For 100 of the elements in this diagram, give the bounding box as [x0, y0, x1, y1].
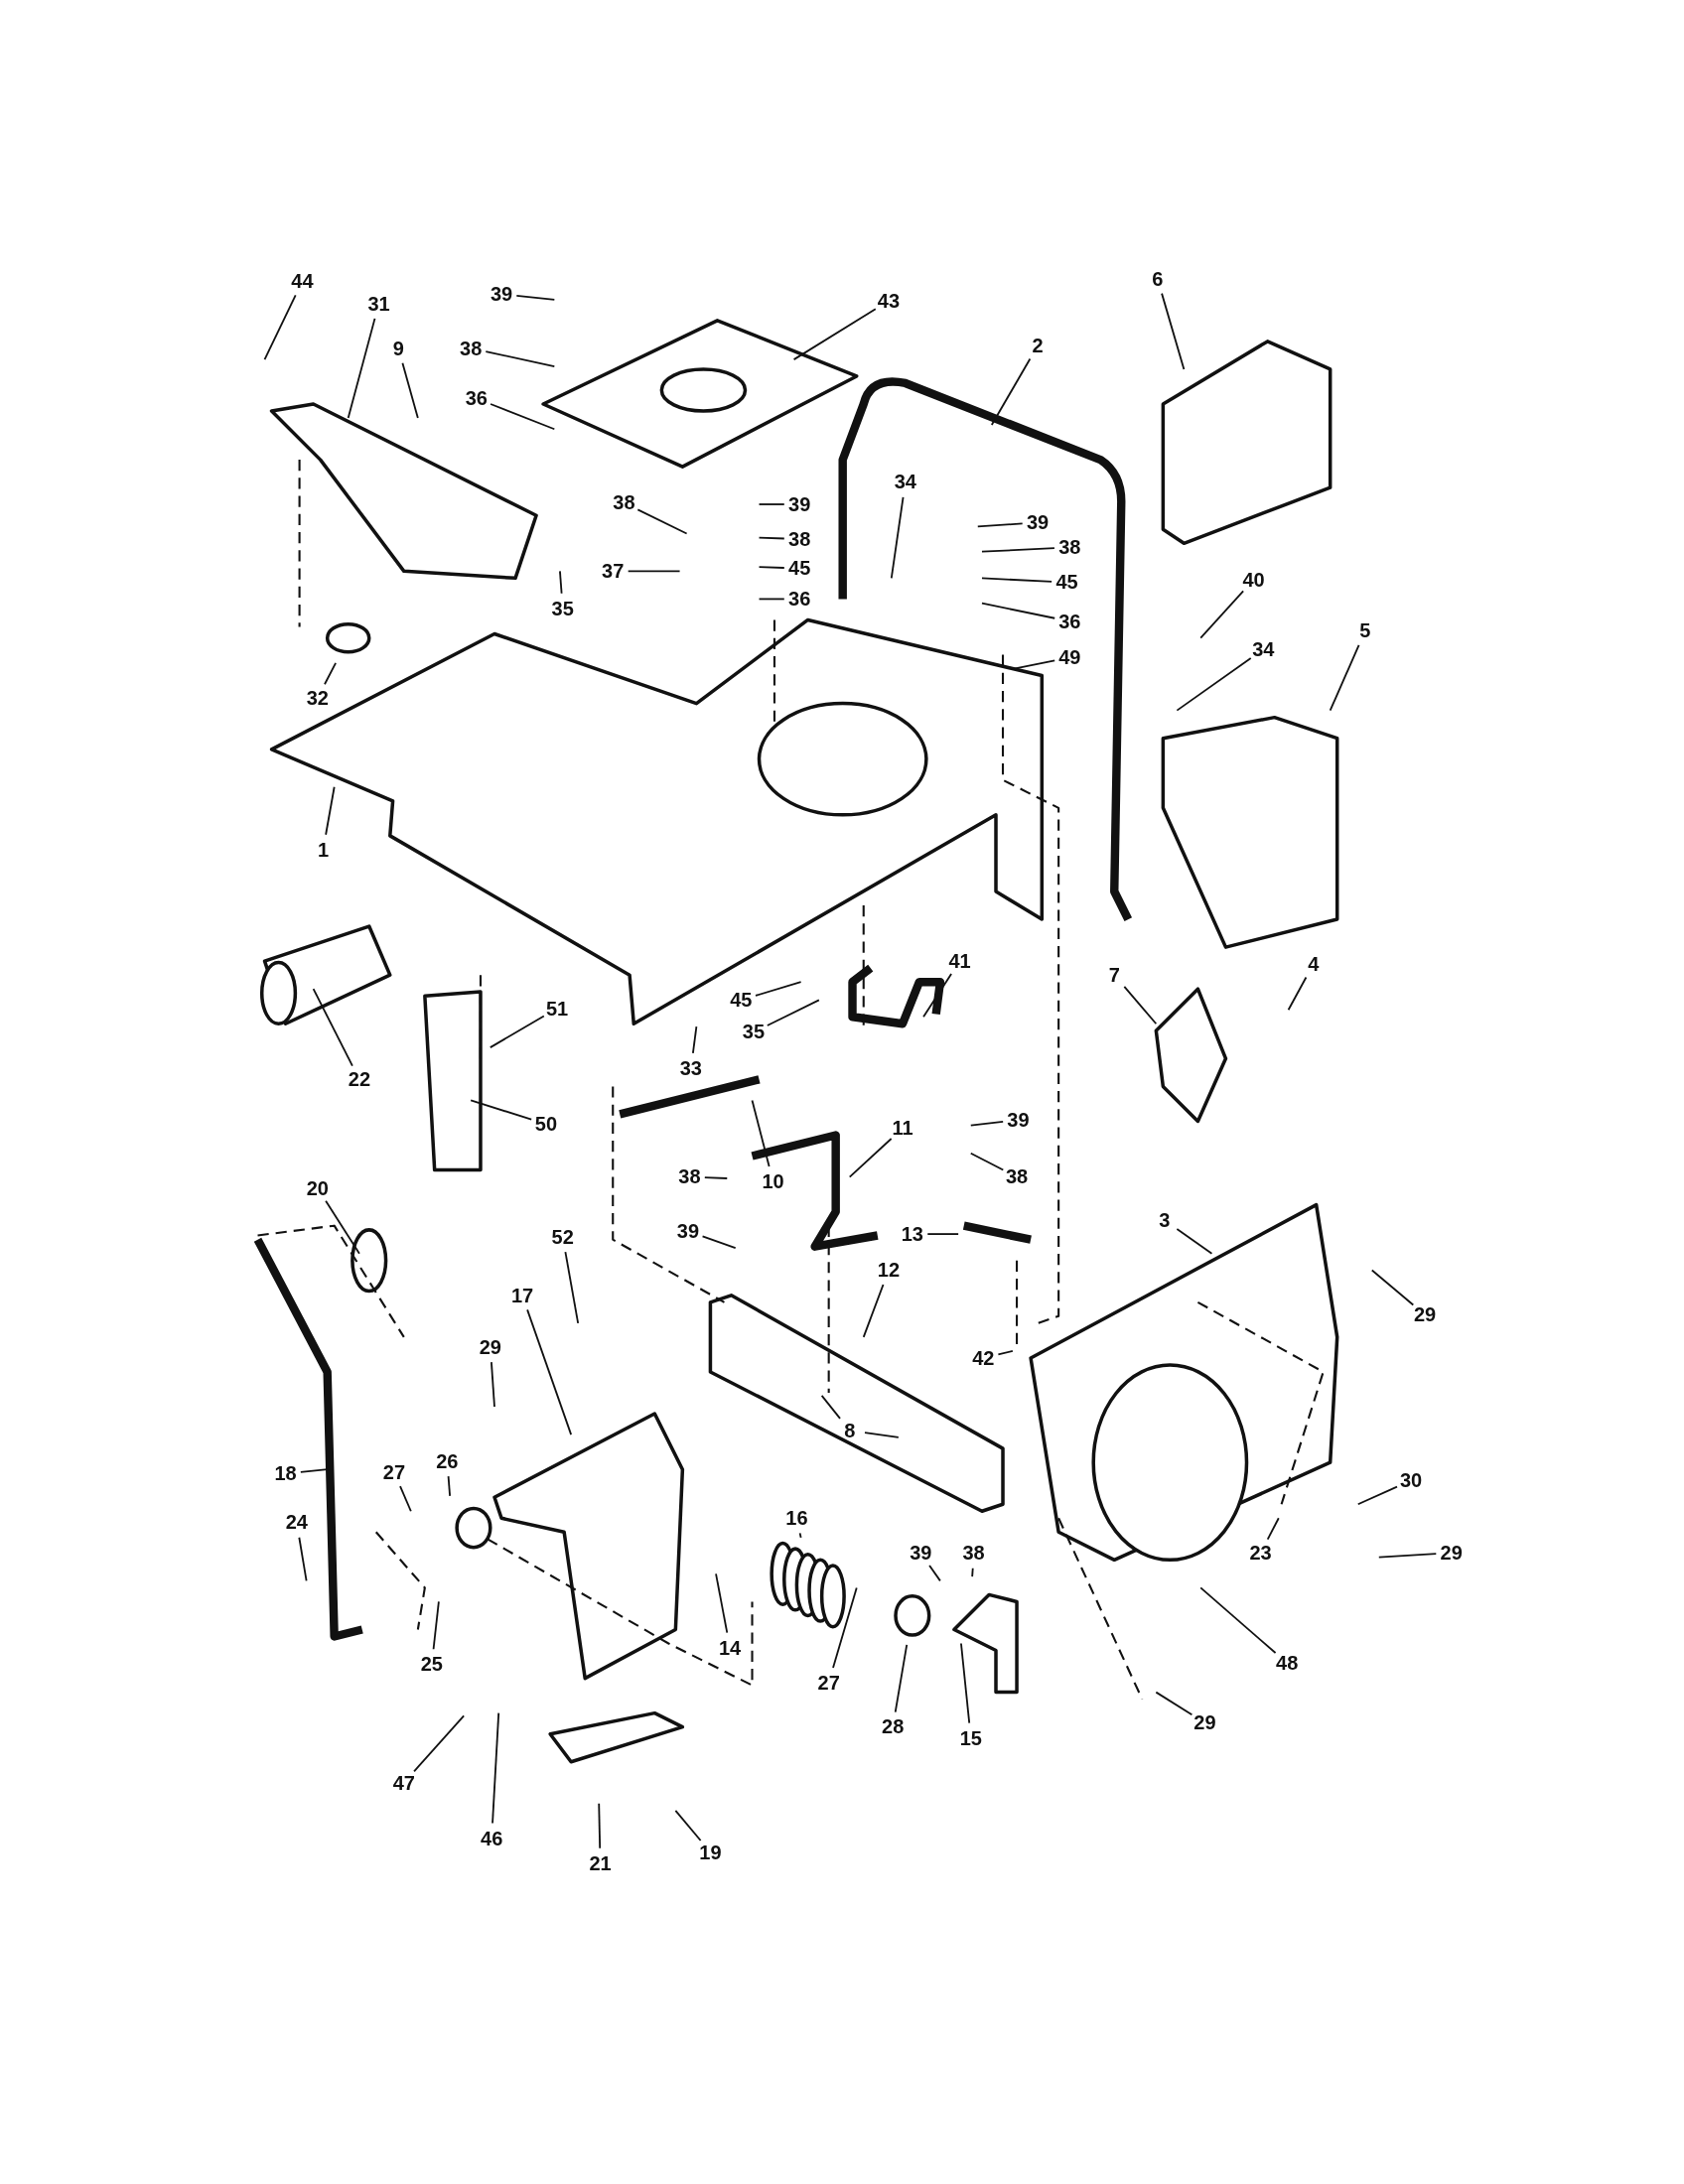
leader-line — [758, 503, 785, 505]
callout-number: 17 — [510, 1284, 534, 1306]
callout-number: 48 — [1276, 1651, 1299, 1674]
leader-line — [928, 1565, 941, 1582]
callout-number: 37 — [602, 560, 625, 583]
leader-line — [598, 1802, 602, 1849]
leader-line — [894, 1644, 909, 1713]
callout-number: 8 — [844, 1419, 856, 1441]
callout-number: 45 — [1055, 571, 1078, 594]
callout-number: 38 — [962, 1542, 985, 1565]
leader-line — [347, 317, 376, 419]
callout-number: 38 — [1058, 536, 1081, 559]
leader-line — [325, 1199, 360, 1255]
leader-line — [976, 522, 1024, 528]
callout-number: 6 — [1152, 267, 1164, 290]
callout-number: 27 — [382, 1460, 406, 1483]
leader-line — [413, 1714, 466, 1773]
leader-line — [981, 602, 1056, 619]
callout-number: 29 — [1413, 1303, 1437, 1326]
callout-number: 4 — [1308, 952, 1320, 975]
callout-number: 44 — [291, 270, 314, 293]
callout-number: 29 — [1193, 1711, 1216, 1734]
callout-number: 39 — [676, 1220, 700, 1243]
callout-number: 27 — [817, 1671, 840, 1694]
callout-number: 51 — [546, 997, 569, 1020]
leader-line — [969, 1120, 1005, 1127]
leader-line — [263, 294, 297, 361]
leader-line — [399, 1485, 412, 1513]
leader-line — [491, 1361, 495, 1408]
leader-line — [1123, 986, 1158, 1025]
callout-number: 31 — [367, 292, 390, 315]
leader-line — [758, 598, 785, 601]
leader-line — [324, 662, 337, 686]
leader-line — [971, 1567, 974, 1578]
callout-number: 26 — [436, 1449, 459, 1472]
callout-number: 19 — [699, 1841, 722, 1863]
leader-line — [1377, 1553, 1438, 1559]
leader-line — [703, 1176, 729, 1179]
leader-line — [564, 1251, 580, 1324]
callout-number: 34 — [1252, 637, 1275, 660]
leader-line — [981, 547, 1055, 553]
leader-line — [792, 308, 877, 361]
callout-number: 39 — [490, 283, 513, 305]
callout-number: 16 — [785, 1507, 808, 1530]
callout-number: 23 — [1249, 1542, 1272, 1565]
callout-number: 46 — [481, 1827, 503, 1849]
callout-number: 3 — [1159, 1208, 1171, 1231]
leader-line — [864, 1432, 900, 1438]
leader-line — [960, 1642, 971, 1724]
callout-number: 9 — [392, 337, 404, 359]
leader-line — [820, 1394, 841, 1420]
callout-number: 43 — [877, 290, 901, 312]
callout-number: 39 — [1007, 1108, 1030, 1131]
leader-line — [325, 785, 336, 836]
leader-line — [1176, 1228, 1213, 1255]
leader-line — [1176, 656, 1252, 712]
leader-line — [715, 1572, 729, 1634]
leader-line — [922, 973, 953, 1019]
callout-number: 18 — [274, 1462, 297, 1485]
leader-line — [447, 1475, 452, 1497]
callout-number: 38 — [788, 527, 811, 550]
leader-line — [701, 1235, 737, 1249]
callout-number: 39 — [910, 1542, 932, 1565]
callout-number: 35 — [551, 598, 574, 619]
leader-line — [766, 999, 820, 1026]
leader-line — [1013, 659, 1056, 670]
leader-line — [299, 1468, 329, 1473]
callout-number: 30 — [1399, 1469, 1423, 1492]
leader-line — [1329, 643, 1360, 712]
leader-line — [981, 577, 1053, 583]
callout-number: 11 — [892, 1117, 913, 1140]
callout-number: 14 — [718, 1636, 742, 1659]
callout-number: 22 — [348, 1068, 371, 1091]
leader-line — [969, 1152, 1005, 1171]
callout-number: 7 — [1108, 963, 1120, 986]
callout-number: 45 — [730, 989, 753, 1012]
callout-number: 35 — [742, 1021, 766, 1043]
callout-number: 39 — [1026, 511, 1050, 534]
callout-number: 42 — [972, 1346, 995, 1369]
callout-number: 36 — [788, 588, 811, 611]
callout-number: 1 — [317, 838, 329, 861]
leader-line — [1155, 1691, 1193, 1716]
leader-line — [674, 1809, 702, 1842]
callout-number: 38 — [460, 337, 483, 359]
leader-line — [559, 570, 563, 595]
leader-line — [401, 361, 419, 419]
callout-number: 21 — [589, 1851, 612, 1874]
leader-line — [832, 1586, 858, 1669]
callout-number: 29 — [1440, 1542, 1463, 1565]
leader-line — [862, 1284, 885, 1338]
leader-line — [1287, 976, 1308, 1012]
callout-number: 49 — [1058, 646, 1081, 669]
leader-line — [890, 495, 905, 580]
leader-line — [990, 357, 1032, 426]
callout-number: 52 — [551, 1225, 574, 1248]
callout-number: 25 — [420, 1653, 443, 1676]
callout-number: 15 — [959, 1726, 982, 1749]
callout-number: 28 — [882, 1715, 905, 1738]
callout-number: 41 — [948, 949, 971, 972]
leader-line — [636, 508, 688, 535]
